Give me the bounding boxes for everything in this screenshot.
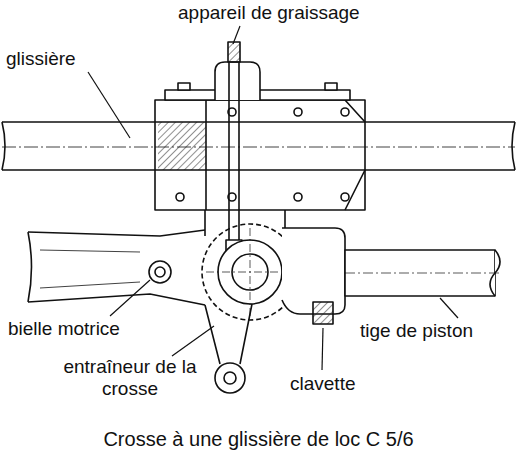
crosshead-body [205,100,207,210]
driver-arm [205,304,252,364]
lubricator [229,62,239,240]
leader-line [88,72,130,138]
screw [294,108,302,116]
screw [294,193,302,201]
figure-caption: Crosse à une glissière de loc C 5/6 [103,428,413,451]
screw [176,193,184,201]
connecting-rod [28,230,205,305]
screw [341,193,349,201]
crosshead-hub [205,210,285,236]
rod-socket [282,228,500,314]
crosshead-body [178,83,190,90]
connecting-rod [28,230,205,305]
part-label: appareil de graissage [178,2,360,24]
crosshead-body [325,83,337,90]
connecting-rod [149,261,171,283]
rod-socket [345,273,500,274]
lubricator [228,42,240,62]
crosshead-body [155,147,365,148]
rod-socket [282,228,345,314]
crosshead-hub [206,228,294,316]
part-label: entraîneur de la crosse [50,356,210,400]
screw [176,108,349,201]
connecting-rod [28,232,32,302]
driver-arm [224,372,236,384]
leader-line [440,298,458,318]
part-label: glissière [6,48,76,70]
crosshead-body [155,100,365,210]
connecting-rod [155,267,165,277]
driver-arm [215,363,245,393]
lubricator [215,62,260,100]
crosshead-body [155,122,365,170]
leader-line [88,26,458,370]
connecting-rod [40,250,140,288]
part-label: tige de piston [360,320,473,342]
cotter [313,302,333,324]
leader-line [233,26,240,44]
screw [341,108,349,116]
driver-arm [205,304,252,393]
part-label: bielle motrice [8,318,120,340]
part-label: clavette [290,373,355,395]
crosshead-body [155,83,365,210]
leader-line [322,328,323,370]
cotter [313,302,333,324]
leader-line [172,326,214,356]
leader-line [110,280,150,316]
crosshead-body [158,122,206,170]
